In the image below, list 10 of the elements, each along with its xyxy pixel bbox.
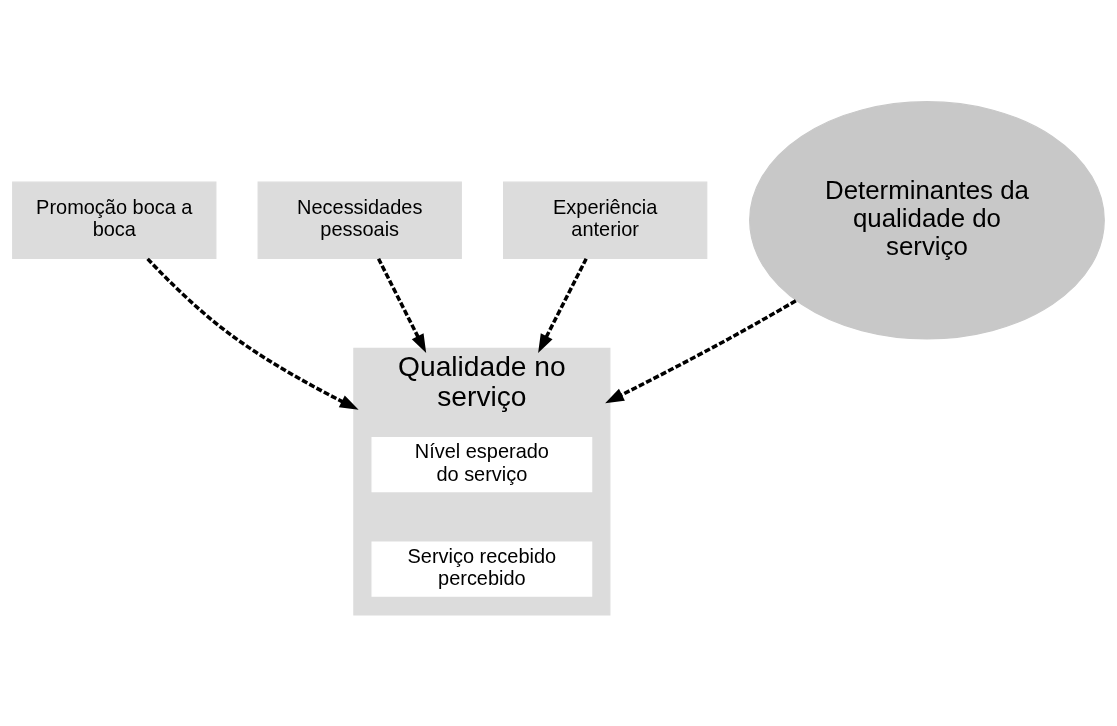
arrow [538,257,588,354]
node-box: Serviço recebido percebido [371,541,593,597]
node-box: Experiência anterior [503,181,708,260]
node-box: Nível esperado do serviço [371,437,593,493]
arrow [605,299,797,404]
node-box: Promoção boca a boca [12,181,217,260]
node-box: Necessidades pessoais [257,181,462,260]
arrow [146,257,359,410]
arrow [376,257,427,354]
node-ellipse: Determinantes da qualidade do serviço [749,101,1105,340]
